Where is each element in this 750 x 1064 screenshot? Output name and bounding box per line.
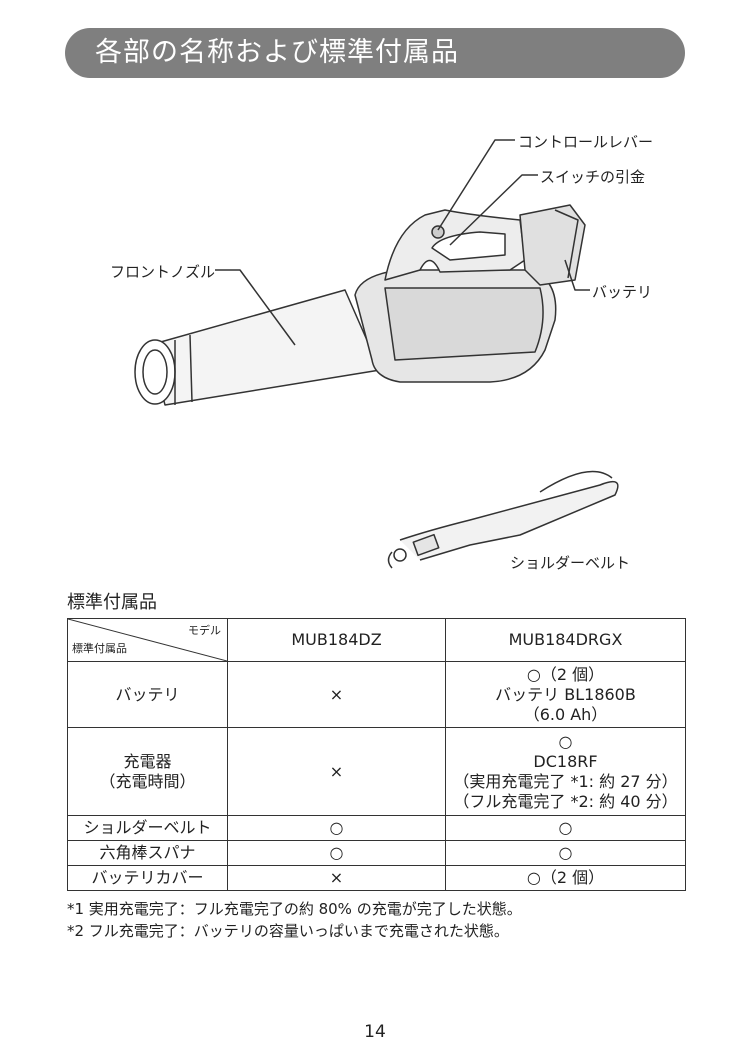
table-cell: ×: [227, 865, 446, 891]
cell-text: バッテリカバー: [91, 868, 204, 887]
cell-text: バッテリ: [115, 684, 180, 704]
table-cell: ○: [445, 840, 686, 866]
column-header: MUB184DRGX: [445, 618, 686, 662]
belt-hook: [393, 548, 407, 562]
cell-text: （実用充電完了 *1: 約 27 分）: [453, 771, 678, 791]
cell-text: 充電器: [123, 751, 172, 771]
table-cell: ○（2 個）: [445, 865, 686, 891]
leader-front-nozzle: [215, 269, 296, 346]
cell-text: （充電時間）: [99, 771, 196, 791]
table-cell: ○: [445, 815, 686, 841]
column-header: MUB184DZ: [227, 618, 446, 662]
table-row: 充電器（充電時間） × ○DC18RF（実用充電完了 *1: 約 27 分）（フル充…: [67, 727, 686, 816]
cell-text: ×: [329, 868, 344, 887]
table-cell: ○（2 個）バッテリ BL1860B（6.0 Ah）: [445, 661, 686, 728]
shoulder-belt-strap: [399, 480, 619, 561]
leader-control-lever: [437, 139, 515, 231]
row-label-cell: バッテリ: [67, 661, 228, 728]
leader-switch-trigger: [449, 174, 538, 246]
nozzle-tube: [149, 289, 381, 406]
header-model-label: モデル: [188, 624, 221, 637]
cell-text: バッテリ BL1860B: [495, 684, 636, 704]
table-row: バッテリ × ○（2 個）バッテリ BL1860B（6.0 Ah）: [67, 661, 686, 728]
cell-text: ○: [329, 843, 344, 862]
table-cell: ×: [227, 727, 446, 816]
diagonal-line: [68, 619, 227, 661]
table-cell: ○: [227, 815, 446, 841]
footnote: *1 実用充電完了：フル充電完了の約 80% の充電が完了した状態。: [67, 900, 522, 918]
table-cell: ○DC18RF（実用充電完了 *1: 約 27 分）（フル充電完了 *2: 約 …: [445, 727, 686, 816]
battery-pack: [519, 204, 586, 286]
cell-text: ○: [329, 818, 344, 837]
table-row: 六角棒スパナ ○ ○: [67, 840, 686, 866]
cell-text: （6.0 Ah）: [523, 704, 608, 724]
blower-drawing: [134, 139, 619, 569]
row-label-cell: 充電器（充電時間）: [67, 727, 228, 816]
section-heading: 標準付属品: [67, 592, 157, 613]
leader-battery: [564, 259, 590, 291]
label-control-lever: コントロールレバー: [518, 133, 654, 151]
cell-text: ○: [558, 843, 573, 862]
control-lever: [431, 225, 445, 239]
page-number: 14: [364, 1022, 386, 1042]
cell-text: ×: [329, 761, 344, 781]
row-label-cell: ショルダーベルト: [67, 815, 228, 841]
cell-text: ○: [558, 818, 573, 837]
table-body: バッテリ×○（2 個）バッテリ BL1860B（6.0 Ah）充電器（充電時間）…: [67, 661, 686, 891]
cell-text: ○（2 個）: [526, 868, 605, 887]
cell-text: ショルダーベルト: [83, 818, 212, 837]
header-diagonal-cell: モデル 標準付属品: [67, 618, 228, 662]
belt-buckle: [412, 533, 440, 557]
cell-text: （フル充電完了 *2: 約 40 分）: [453, 791, 678, 811]
cell-text: ○: [558, 731, 573, 751]
cell-text: ×: [329, 684, 344, 704]
table-header-row: モデル 標準付属品 MUB184DZ MUB184DRGX: [67, 618, 686, 662]
label-front-nozzle: フロントノズル: [110, 263, 216, 281]
cell-text: ○（2 個）: [526, 664, 605, 684]
cell-text: 六角棒スパナ: [99, 843, 196, 862]
table-cell: ○: [227, 840, 446, 866]
table-row: ショルダーベルト ○ ○: [67, 815, 686, 841]
table-cell: ×: [227, 661, 446, 728]
footnote: *2 フル充電完了：バッテリの容量いっぱいまで充電された状態。: [67, 922, 509, 940]
cell-text: DC18RF: [533, 751, 598, 771]
label-shoulder-belt: ショルダーベルト: [510, 554, 631, 572]
page-title: 各部の名称および標準付属品: [65, 28, 685, 78]
footnotes: *1 実用充電完了：フル充電完了の約 80% の充電が完了した状態。 *2 フル…: [67, 898, 522, 942]
header-accessory-label: 標準付属品: [72, 642, 127, 655]
label-switch-trigger: スイッチの引金: [540, 168, 646, 186]
accessories-table: モデル 標準付属品 MUB184DZ MUB184DRGX バッテリ × ○（2 個…: [67, 618, 686, 891]
blower-illustration: コントロールレバー スイッチの引金 フロントノズル バッテリ ショルダーベルト: [0, 120, 750, 590]
table-row: バッテリカバー × ○（2 個）: [67, 865, 686, 891]
row-label-cell: バッテリカバー: [67, 865, 228, 891]
row-label-cell: 六角棒スパナ: [67, 840, 228, 866]
label-battery: バッテリ: [592, 283, 653, 301]
